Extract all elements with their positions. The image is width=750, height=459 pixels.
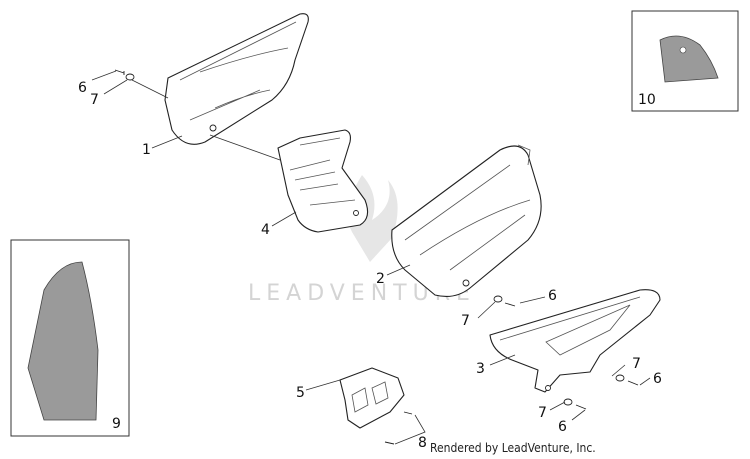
inset-panel-10[interactable] <box>631 10 739 112</box>
callout-2: 2 <box>376 271 385 287</box>
callout-9: 9 <box>112 416 121 432</box>
callout-1: 1 <box>142 142 151 158</box>
callout-6: 6 <box>78 80 87 96</box>
hardware-fasteners <box>114 69 639 445</box>
callout-6: 6 <box>558 419 567 435</box>
callout-3: 3 <box>476 361 485 377</box>
callout-6: 6 <box>548 288 557 304</box>
render-credit: Rendered by LeadVenture, Inc. <box>430 441 596 455</box>
part-1-left-side-cover[interactable] <box>164 13 309 145</box>
inset-panel-9[interactable] <box>10 239 130 437</box>
part-2-right-side-cover[interactable] <box>391 144 542 297</box>
callout-7: 7 <box>90 92 99 108</box>
part-5-sprocket-cover[interactable] <box>339 367 405 429</box>
callout-7: 7 <box>538 405 547 421</box>
callout-7: 7 <box>461 313 470 329</box>
callout-6: 6 <box>653 371 662 387</box>
callout-4: 4 <box>261 222 270 238</box>
callout-7: 7 <box>632 356 641 372</box>
part-3-chain-guard[interactable] <box>489 289 661 393</box>
callout-10: 10 <box>638 92 656 108</box>
callout-labels: 6 7 1 4 2 7 6 3 5 7 6 7 6 8 9 10 <box>78 80 662 451</box>
callout-5: 5 <box>296 385 305 401</box>
leader-lines <box>91 70 651 445</box>
callout-8: 8 <box>418 435 427 451</box>
part-4-inner-bracket[interactable] <box>277 129 369 233</box>
